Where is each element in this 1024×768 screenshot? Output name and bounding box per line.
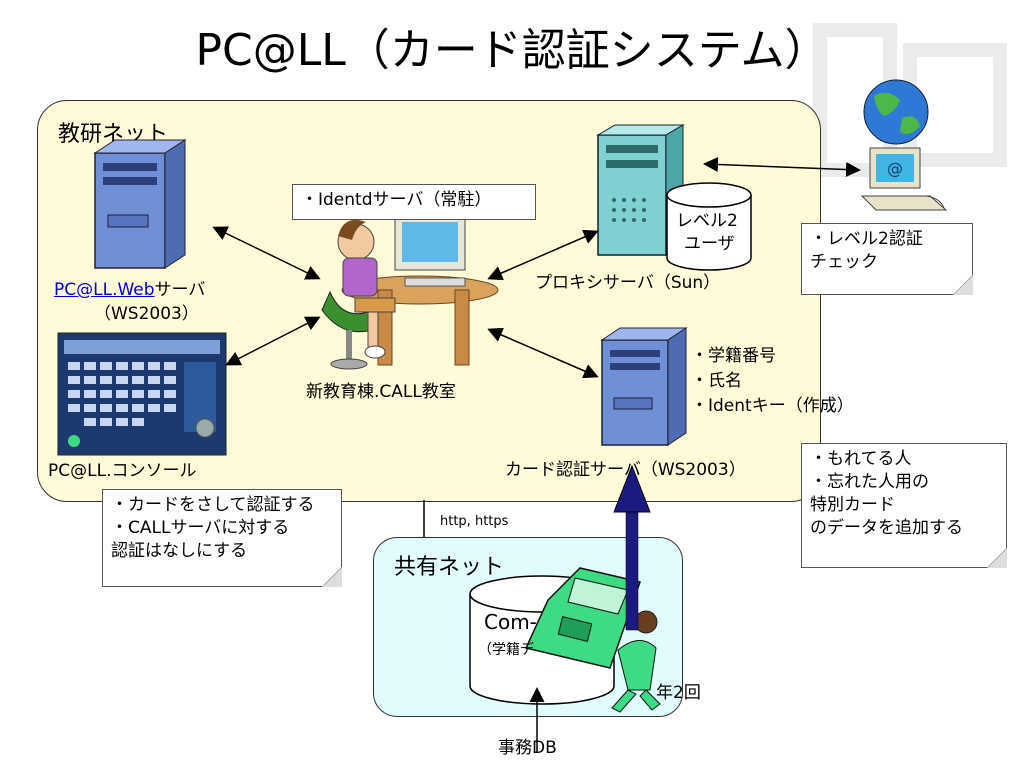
upload-arrow (613, 464, 651, 631)
db-label-1: Com- (484, 610, 537, 634)
special-card-callout: ・もれてる人 ・忘れた人用の 特別カード のデータを追加する (801, 443, 1007, 568)
level2-label-1: レベル2 (676, 211, 738, 231)
twice-yearly-label: 年2回 (656, 683, 701, 703)
protocol-label: http, https (440, 514, 509, 529)
console-label: PC@LL.コンソール (48, 461, 197, 481)
database-cylinder-icon (666, 182, 752, 271)
server-icon (596, 124, 685, 256)
server-icon (93, 139, 187, 269)
kyouyuu-network-label: 共有ネット (394, 555, 505, 580)
web-server-label: PC@LL.Webサーバ (54, 280, 206, 300)
identd-callout: ・Identdサーバ（常駐） (292, 184, 536, 220)
card-server-label: カード認証サーバ（WS2003） (505, 460, 746, 480)
page-title: PC@LL（カード認証システム） (195, 25, 829, 76)
web-server-os-label: （WS2003） (94, 304, 199, 324)
svg-text:@: @ (887, 159, 903, 178)
web-server-link[interactable]: PC@LL.Web (54, 280, 155, 300)
proxy-label: プロキシサーバ（Sun） (535, 273, 721, 293)
card-server-item: ・学籍番号 (691, 346, 776, 366)
student-computer-icon (321, 214, 499, 370)
terminal-icon: @ (860, 147, 948, 211)
level2-check-callout: ・レベル2認証 チェック (801, 223, 973, 295)
server-icon (600, 327, 688, 446)
card-server-item: ・Identキー（作成） (691, 396, 854, 416)
card-server-item: ・氏名 (691, 371, 742, 391)
classroom-label: 新教育棟.CALL教室 (306, 382, 456, 402)
db-label-2: （学籍デ (478, 642, 534, 658)
floppy-disk-icon (524, 567, 641, 669)
console-screen-icon (57, 332, 227, 456)
card-auth-callout: ・カードをさして認証する ・CALLサーバに対する 認証はなしにする (102, 489, 342, 587)
level2-label-2: ユーザ (684, 234, 735, 254)
globe-icon (863, 79, 929, 145)
jimu-db-label: 事務DB (498, 738, 557, 758)
carrying-person-icon (611, 610, 661, 713)
connection-arrows (212, 156, 861, 752)
